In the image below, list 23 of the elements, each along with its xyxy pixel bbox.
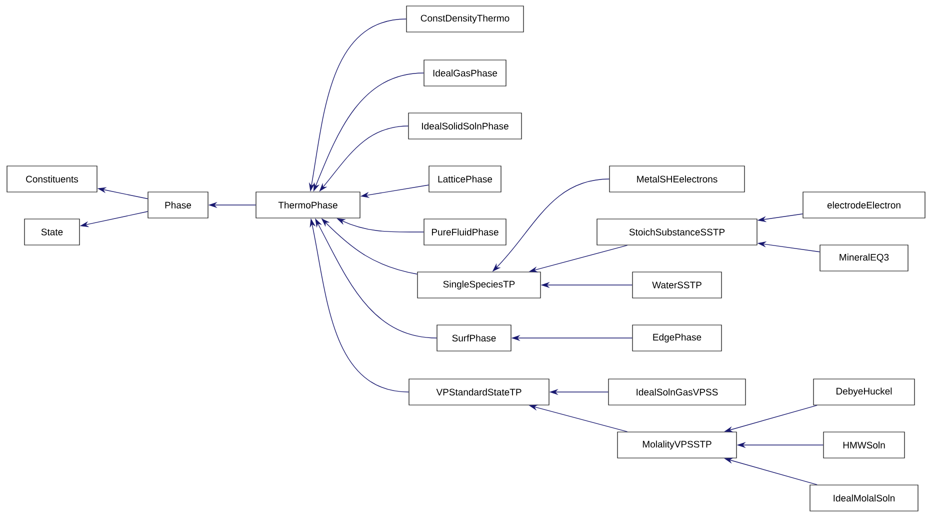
class-box: MolalityVPSSTP [617, 432, 737, 458]
class-box: IdealGasPhase [424, 60, 506, 86]
class-box: electrodeElectron [802, 192, 926, 218]
class-box: ConstDensityThermo [406, 6, 524, 32]
class-box: IdealMolalSoln [810, 484, 918, 512]
class-box: VPStandardStateTP [408, 378, 550, 406]
class-box: StoichSubstanceSSTP [596, 218, 758, 246]
class-box: IdealSolidSolnPhase [408, 112, 522, 140]
class-box: IdealSolnGasVPSS [608, 378, 746, 406]
class-box: HMWSoln [823, 432, 905, 458]
class-box: MetalSHEelectrons [609, 166, 745, 192]
class-box: State [24, 218, 80, 246]
class-box: SurfPhase [436, 324, 512, 352]
class-box: WaterSSTP [632, 272, 722, 298]
class-box: LatticePhase [428, 166, 502, 192]
class-box: SingleSpeciesTP [417, 272, 541, 298]
class-box: Constituents [6, 166, 98, 192]
class-box: MineralEQ3 [820, 244, 908, 272]
class-box: Phase [148, 192, 208, 218]
class-box: DebyeHuckel [813, 378, 915, 406]
class-box: ThermoPhase [256, 192, 360, 218]
class-box: PureFluidPhase [424, 218, 506, 246]
class-box: EdgePhase [632, 324, 722, 352]
